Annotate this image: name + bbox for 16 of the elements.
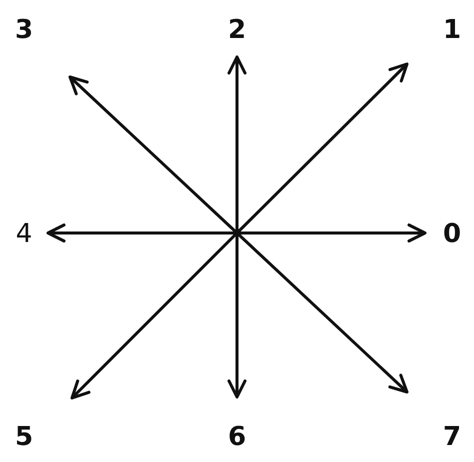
direction-number: 4: [16, 220, 32, 248]
direction-number: 6: [228, 423, 246, 451]
arrow: [236, 62, 408, 234]
direction-number: 3: [14, 16, 34, 44]
arrow: [68, 76, 238, 234]
arrow: [46, 224, 237, 242]
arrow: [228, 233, 246, 398]
direction-number: 5: [14, 423, 34, 451]
arrow: [70, 232, 238, 400]
arrow: [237, 224, 426, 242]
arrow: [236, 232, 408, 394]
direction-number: 1: [442, 16, 462, 44]
direction-number: 2: [228, 16, 246, 44]
direction-number: 7: [442, 423, 462, 451]
arrow: [228, 56, 246, 233]
direction-number: 0: [442, 220, 462, 248]
